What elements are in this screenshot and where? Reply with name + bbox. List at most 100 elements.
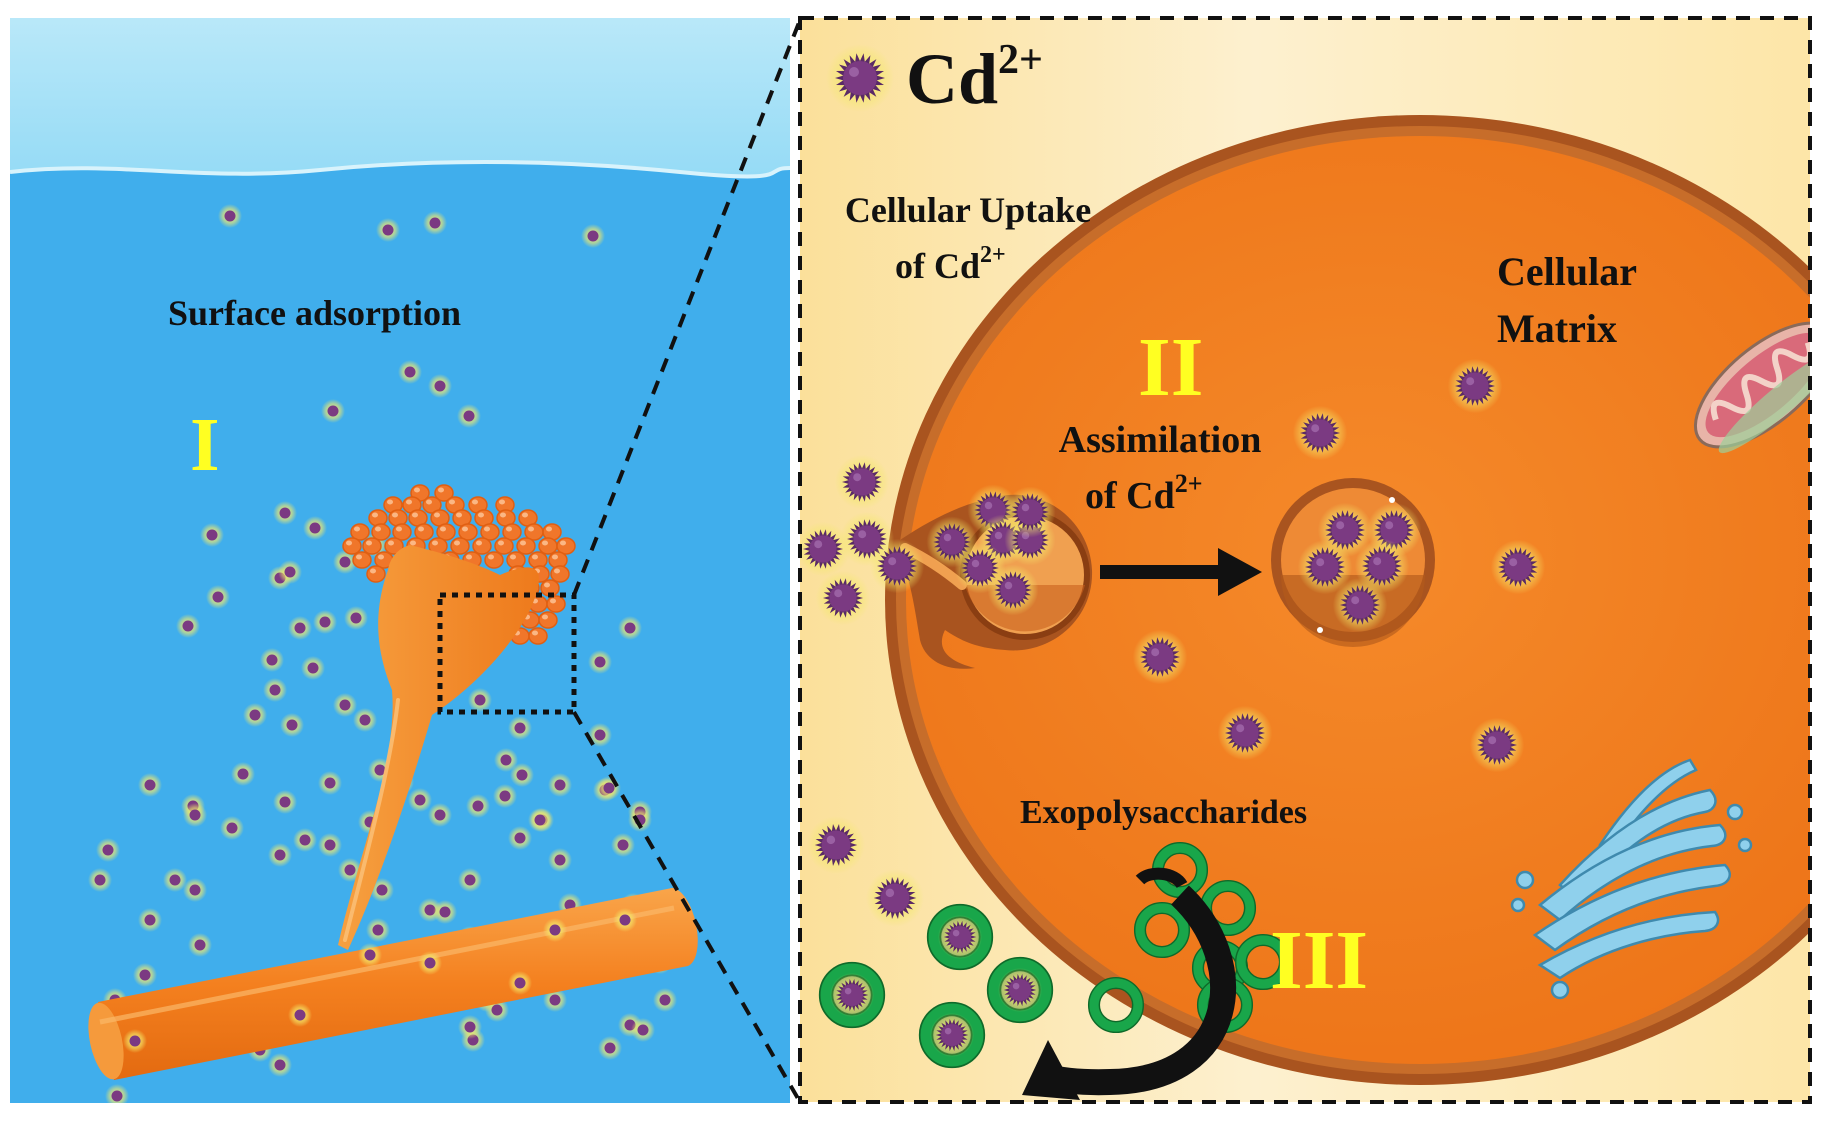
cd-ion [611,833,635,857]
left-panel-water-scene: Surface adsorption I [10,18,790,1103]
cd-ion [313,610,337,634]
cd-ion [423,211,447,235]
cd-ion [338,858,362,882]
eps-bound-cd [918,1001,986,1069]
right-panel-cell: Cd2+ Cellular Uptake of Cd2+ II Assimila… [800,18,1810,1102]
cd-ion [138,908,162,932]
cd-ion [273,501,297,525]
cd-ion [548,848,572,872]
cd-ion [200,523,224,547]
cd-ion [581,224,605,248]
spiky-purple-sphere-icon [866,869,924,927]
cellular-matrix-label: Cellular [1497,249,1637,294]
cellular-uptake-label-line2: of Cd2+ [895,242,1006,286]
roman-numeral-one: I [190,403,220,487]
cd-ion [597,776,621,800]
cd-ion [408,788,432,812]
cd-ion [588,650,612,674]
zoom-line-top [572,19,802,596]
roman-numeral-three: III [1270,914,1368,1007]
spiky-purple-sphere-icon [1490,539,1546,595]
cd-ion [218,204,242,228]
spiky-purple-sphere-icon [1292,405,1348,461]
cd-ion [278,560,302,584]
zoom-line-bottom [572,710,802,1104]
cd-ion [220,816,244,840]
cd-legend: Cd2+ [826,37,1043,119]
fungus-body [338,545,539,950]
cd-legend-label: Cd2+ [906,37,1043,119]
cd-ion [163,868,187,892]
cd-ion [260,648,284,672]
cd-ion [458,868,482,892]
cd-ion [344,606,368,630]
cd-ion [88,868,112,892]
cd-ion [598,1036,622,1060]
cd-ion [123,1029,147,1053]
eps-bound-cd [818,961,886,1029]
surface-adsorption-label: Surface adsorption [168,293,461,333]
cd-ion [301,656,325,680]
cd-ion [183,878,207,902]
cd-ion [466,794,490,818]
sky [10,18,790,188]
spiky-purple-sphere-icon [1297,539,1353,595]
cd-ion [398,360,422,384]
cd-ion [288,1003,312,1027]
cd-ion [613,908,637,932]
cd-ion [543,988,567,1012]
cd-ion [288,616,312,640]
cd-ion [133,963,157,987]
cd-ion [618,616,642,640]
spiky-purple-sphere-icon [815,570,871,626]
spiky-purple-sphere-icon [826,44,894,112]
cd-ion [653,988,677,1012]
spiky-purple-sphere-icon [834,454,890,510]
cd-ion [268,843,292,867]
cd-ion [138,773,162,797]
spiky-purple-sphere-icon [800,521,851,577]
spiky-purple-sphere-icon [997,967,1043,1013]
cd-ion [428,374,452,398]
cd-ion [243,703,267,727]
cd-ion [458,1015,482,1039]
cd-ion [293,828,317,852]
cd-ion [508,971,532,995]
cd-ion [176,614,200,638]
spiky-purple-sphere-icon [807,816,865,874]
spiky-purple-sphere-icon [1447,358,1503,414]
spiky-purple-sphere-icon [869,538,925,594]
cd-ion [280,713,304,737]
cd-ion [366,918,390,942]
eps-ring [1133,901,1191,959]
spiky-purple-sphere-icon [929,1012,975,1058]
cd-ion [543,918,567,942]
cd-ion [188,933,212,957]
zoom-panel-border [798,16,1812,1104]
curved-black-arrow-icon [1022,867,1236,1100]
cd-ion [96,838,120,862]
cd-ion [508,716,532,740]
golgi-apparatus-icon [1510,758,1753,1000]
cd-ion [631,1018,655,1042]
cd-ion [206,585,230,609]
cd-ion [321,399,345,423]
cd-ion [303,516,327,540]
cd-ion [433,900,457,924]
cd-ion [183,803,207,827]
cd-ion [318,833,342,857]
eps-bound-cd [986,956,1054,1024]
spiky-purple-sphere-icon [1004,486,1056,538]
cd-ion [508,826,532,850]
spiky-purple-sphere-icon [1132,629,1188,685]
exopolysaccharides-label: Exopolysaccharides [1020,794,1307,831]
spiky-purple-sphere-icon [937,914,983,960]
spiky-purple-sphere-icon [987,564,1039,616]
cd-ion [358,943,382,967]
eps-ring [1234,933,1292,991]
exopolysaccharides [818,841,1292,1069]
assimilation-label: Assimilation [1059,419,1262,461]
spiky-purple-sphere-icon [829,972,875,1018]
cd-ion [333,550,357,574]
